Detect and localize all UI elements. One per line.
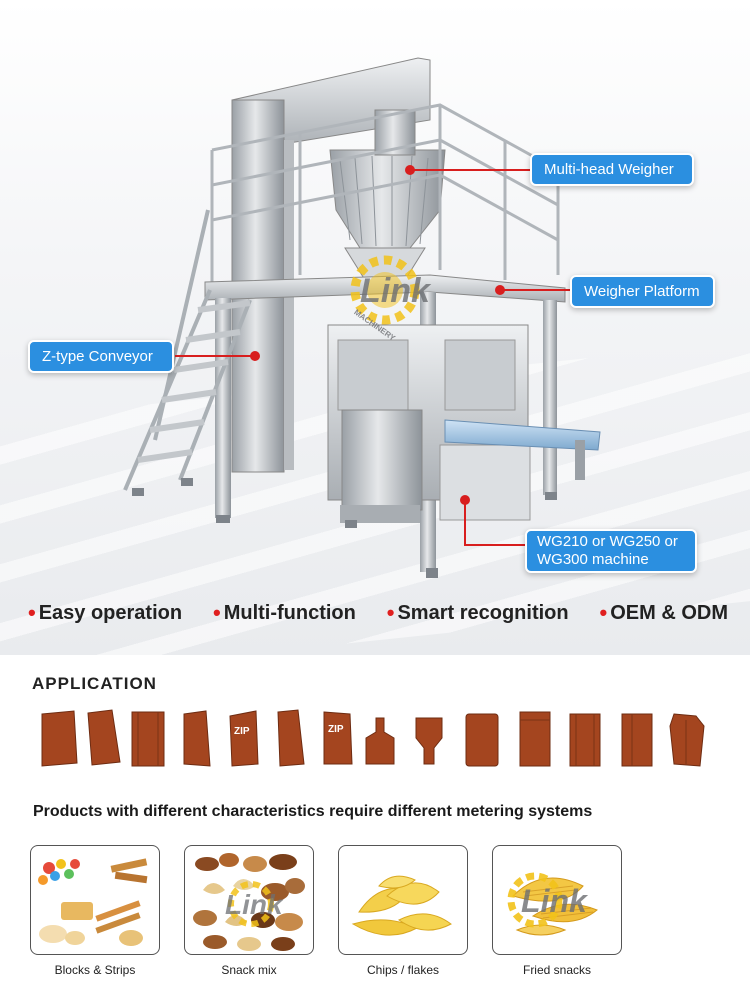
- feature-label: Easy operation: [38, 601, 183, 624]
- shaped-pouch-icon: [415, 717, 443, 765]
- product-image-frame: [338, 845, 468, 955]
- zip-stand-up-pouch-icon: [323, 711, 353, 765]
- chips-flakes-image: [351, 875, 452, 936]
- feature-item: • OEM & ODM: [600, 600, 728, 626]
- product-card: Link Snack mix: [184, 845, 314, 985]
- product-label: Fried snacks: [522, 963, 592, 977]
- product-image-frame: [30, 845, 160, 955]
- callout-multihead-weigher: Multi-head Weigher: [530, 153, 694, 186]
- watermark-brand: Link: [360, 272, 432, 310]
- watermark-brand: Link: [521, 883, 589, 919]
- bullet-icon: •: [28, 600, 36, 625]
- feature-list: • Easy operation • Multi-function • Smar…: [28, 598, 728, 628]
- product-card: Chips / flakes: [338, 845, 468, 985]
- flat-pouch-icon: [465, 713, 499, 767]
- product-image-frame: Link: [492, 845, 622, 955]
- zip-label: ZIP: [234, 726, 250, 737]
- flat-pouch-icon: [41, 710, 78, 767]
- blocks-strips-image: [38, 858, 148, 946]
- hero-section: Link MACHINERY Multi-head Weigher Weighe…: [0, 0, 750, 655]
- feature-label: Smart recognition: [397, 601, 569, 624]
- callout-label: Z-type Conveyor: [42, 347, 153, 365]
- bullet-icon: •: [212, 600, 221, 625]
- product-label: Snack mix: [221, 963, 277, 977]
- feature-label: Multi-function: [223, 601, 356, 624]
- zip-pouch-icon: [229, 710, 259, 767]
- product-card: Link Fried snacks: [492, 845, 622, 985]
- callout-label: Multi-head Weigher: [544, 160, 674, 178]
- side-seal-pouch-icon: [569, 713, 601, 767]
- zip-label: ZIP: [328, 724, 344, 735]
- flat-pouch-icon: [183, 710, 211, 767]
- flat-pouch-icon: [87, 709, 121, 766]
- bullet-icon: •: [386, 600, 395, 625]
- bag-types-row: ZIP ZIP: [41, 709, 705, 767]
- metering-subtitle: Products with different characteristics …: [33, 803, 593, 820]
- callout-weigher-platform: Weigher Platform: [570, 275, 715, 308]
- side-seal-pouch-icon: [621, 713, 653, 767]
- packing-machine-illustration: Link MACHINERY: [123, 57, 601, 578]
- product-cards: Blocks & Strips Link Snack mix: [30, 845, 630, 985]
- snack-mix-image: Link: [193, 853, 305, 951]
- product-card: Blocks & Strips: [30, 845, 160, 985]
- shaped-pouch-icon: [365, 717, 395, 765]
- stand-up-pouch-icon: [277, 709, 305, 767]
- feature-item: • Easy operation: [28, 600, 182, 626]
- application-title: APPLICATION: [32, 674, 157, 693]
- gusset-pouch-icon: [669, 713, 705, 767]
- callout-label-line2: WG300 machine: [537, 551, 649, 568]
- feature-label: OEM & ODM: [610, 601, 728, 624]
- watermark-gear-icon: [350, 255, 420, 325]
- fried-snacks-image: Link: [507, 872, 598, 936]
- product-image-frame: Link: [184, 845, 314, 955]
- feature-item: • Multi-function: [213, 600, 356, 626]
- side-seal-pouch-icon: [131, 711, 165, 767]
- callout-z-type-conveyor: Z-type Conveyor: [28, 340, 174, 373]
- watermark-brand: Link: [225, 889, 284, 920]
- bullet-icon: •: [599, 600, 608, 625]
- product-label: Blocks & Strips: [54, 963, 136, 977]
- callout-label: Weigher Platform: [584, 282, 700, 300]
- callout-machine-model: WG210 or WG250 or WG300 machine: [525, 529, 697, 573]
- side-seal-pouch-icon: [519, 711, 551, 767]
- product-label: Chips / flakes: [366, 963, 440, 977]
- callout-label-line1: WG210 or WG250 or: [537, 533, 678, 550]
- feature-item: • Smart recognition: [387, 600, 569, 626]
